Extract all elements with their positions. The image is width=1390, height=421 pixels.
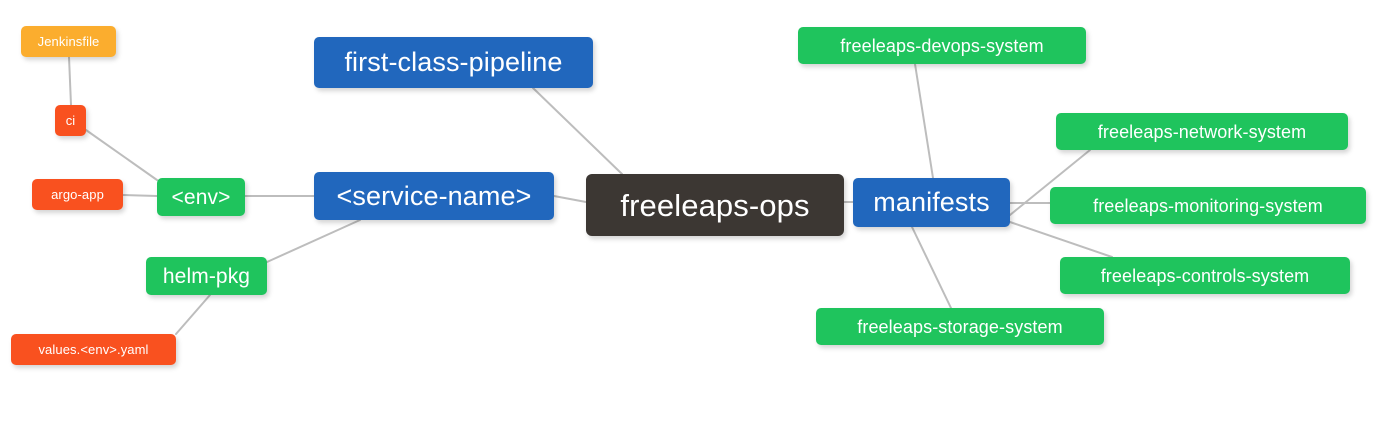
node-helm-pkg[interactable]: helm-pkg (146, 257, 267, 295)
edge-manifests-to-freeleaps-devops-system (914, 63, 934, 179)
node-label: <env> (171, 185, 231, 209)
node-service-name[interactable]: <service-name> (314, 172, 554, 220)
node-freeleaps-network-system[interactable]: freeleaps-network-system (1056, 113, 1348, 150)
edge-helm-pkg-to-service-name (266, 219, 361, 263)
node-label: freeleaps-monitoring-system (1093, 195, 1323, 216)
edge-service-name-to-freeleaps-ops (553, 195, 587, 203)
node-label: <service-name> (336, 180, 532, 211)
node-first-class-pipeline[interactable]: first-class-pipeline (314, 37, 593, 88)
edge-ci-to-env (85, 129, 158, 181)
node-label: values.<env>.yaml (38, 342, 149, 357)
edge-first-class-pipeline-to-freeleaps-ops (532, 87, 623, 175)
node-label: freeleaps-ops (620, 187, 810, 223)
node-freeleaps-monitoring-system[interactable]: freeleaps-monitoring-system (1050, 187, 1366, 224)
node-label: Jenkinsfile (37, 34, 100, 49)
node-argo-app[interactable]: argo-app (32, 179, 123, 210)
node-freeleaps-devops-system[interactable]: freeleaps-devops-system (798, 27, 1086, 64)
node-label: helm-pkg (162, 264, 251, 288)
node-Jenkinsfile[interactable]: Jenkinsfile (21, 26, 116, 57)
node-label: freeleaps-controls-system (1100, 265, 1310, 286)
node-label: manifests (873, 187, 990, 217)
node-values-env-yaml[interactable]: values.<env>.yaml (11, 334, 176, 365)
node-label: first-class-pipeline (344, 47, 563, 77)
edge-manifests-to-freeleaps-storage-system (911, 226, 952, 309)
node-manifests[interactable]: manifests (853, 178, 1010, 227)
node-freeleaps-storage-system[interactable]: freeleaps-storage-system (816, 308, 1104, 345)
edge-Jenkinsfile-to-ci (68, 56, 72, 106)
node-label: ci (65, 113, 76, 128)
node-freeleaps-ops[interactable]: freeleaps-ops (586, 174, 844, 236)
edge-argo-app-to-env (122, 194, 158, 197)
node-ci[interactable]: ci (55, 105, 86, 136)
node-label: argo-app (51, 187, 104, 202)
node-label: freeleaps-storage-system (857, 316, 1063, 337)
node-label: freeleaps-network-system (1097, 121, 1307, 142)
edge-manifests-to-freeleaps-controls-system (1009, 221, 1113, 258)
node-label: freeleaps-devops-system (840, 35, 1044, 56)
edge-values-env-yaml-to-helm-pkg (175, 294, 211, 335)
node-env[interactable]: <env> (157, 178, 245, 216)
node-freeleaps-controls-system[interactable]: freeleaps-controls-system (1060, 257, 1350, 294)
